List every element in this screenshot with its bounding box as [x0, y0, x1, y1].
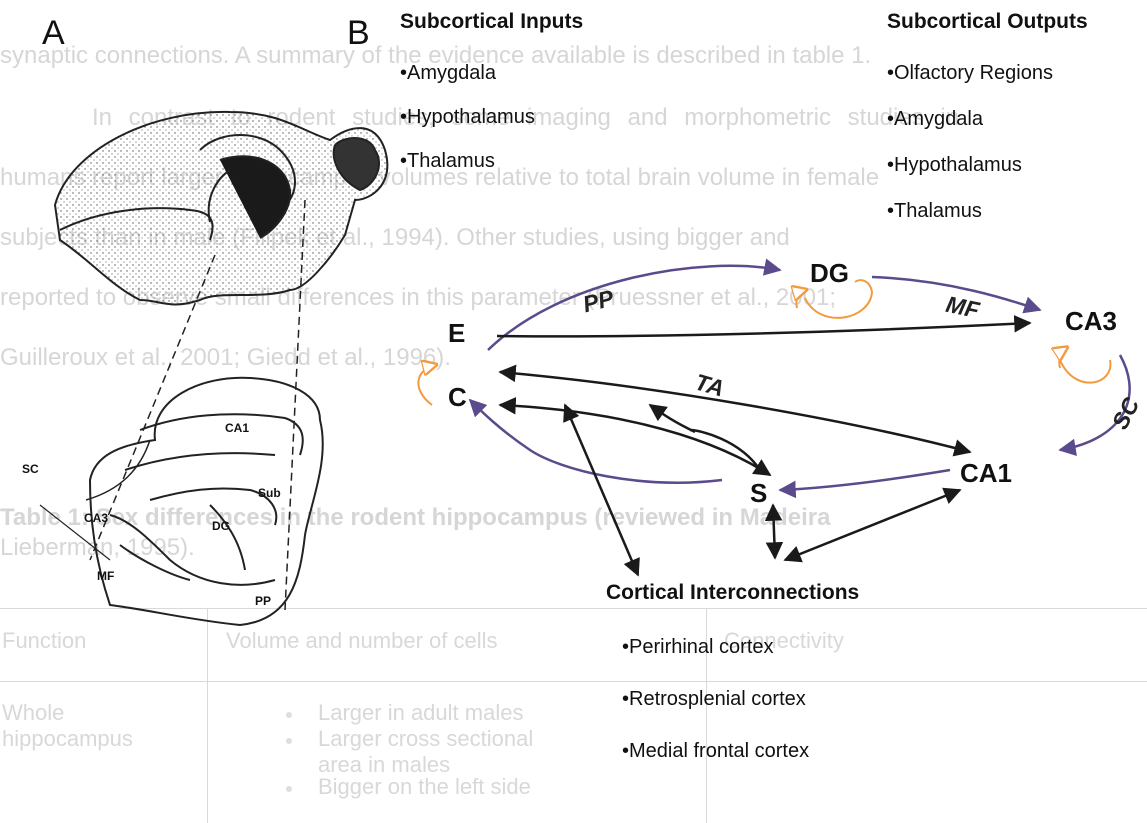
e-to-ca3-arrow	[497, 323, 1030, 336]
subcortical-output-item: •Hypothalamus	[887, 154, 1022, 177]
c-cortical-arrow	[565, 405, 638, 575]
node-c: C	[448, 382, 467, 413]
node-ca1: CA1	[960, 458, 1012, 489]
brain-sketch	[40, 112, 387, 625]
subcortical-inputs-heading: Subcortical Inputs	[400, 10, 583, 34]
subcortical-output-item: •Thalamus	[887, 200, 982, 223]
node-ca3: CA3	[1065, 306, 1117, 337]
subcortical-output-item: •Amygdala	[887, 108, 983, 131]
subcortical-input-item: •Hypothalamus	[400, 106, 535, 129]
subcortical-output-item: •Olfactory Regions	[887, 62, 1053, 85]
ca1-to-s-arrow	[780, 470, 950, 490]
node-e: E	[448, 318, 465, 349]
sketch-label-pp: PP	[255, 594, 271, 608]
subcortical-outputs-heading: Subcortical Outputs	[887, 10, 1088, 34]
subcortical-input-item: •Thalamus	[400, 150, 495, 173]
cortical-item: •Medial frontal cortex	[622, 740, 809, 763]
sketch-label-ca1: CA1	[225, 421, 249, 435]
dg-recurrent-head	[796, 290, 805, 308]
subcortical-input-item: •Amygdala	[400, 62, 496, 85]
cortical-item: •Perirhinal cortex	[622, 636, 774, 659]
node-dg: DG	[810, 258, 849, 289]
e-recurrent-loop	[418, 365, 435, 405]
panel-label-b: B	[347, 14, 370, 53]
cortical-interconnections-heading: Cortical Interconnections	[606, 581, 859, 605]
sketch-label-ca3: CA3	[84, 511, 108, 525]
s-to-c-arrow	[470, 400, 722, 483]
sketch-label-dg: DG	[212, 519, 230, 533]
c-s-arrow-upper	[500, 405, 770, 475]
node-s: S	[750, 478, 767, 509]
sketch-label-sc: SC	[22, 462, 39, 476]
cortical-item: •Retrosplenial cortex	[622, 688, 806, 711]
ca1-cortical-arrow	[785, 490, 960, 560]
s-cortical-arrow	[773, 505, 775, 558]
panel-label-a: A	[42, 14, 65, 53]
ca3-recurrent-loop	[1060, 360, 1110, 383]
sketch-label-mf: MF	[97, 569, 114, 583]
sketch-label-sub: Sub	[258, 486, 281, 500]
